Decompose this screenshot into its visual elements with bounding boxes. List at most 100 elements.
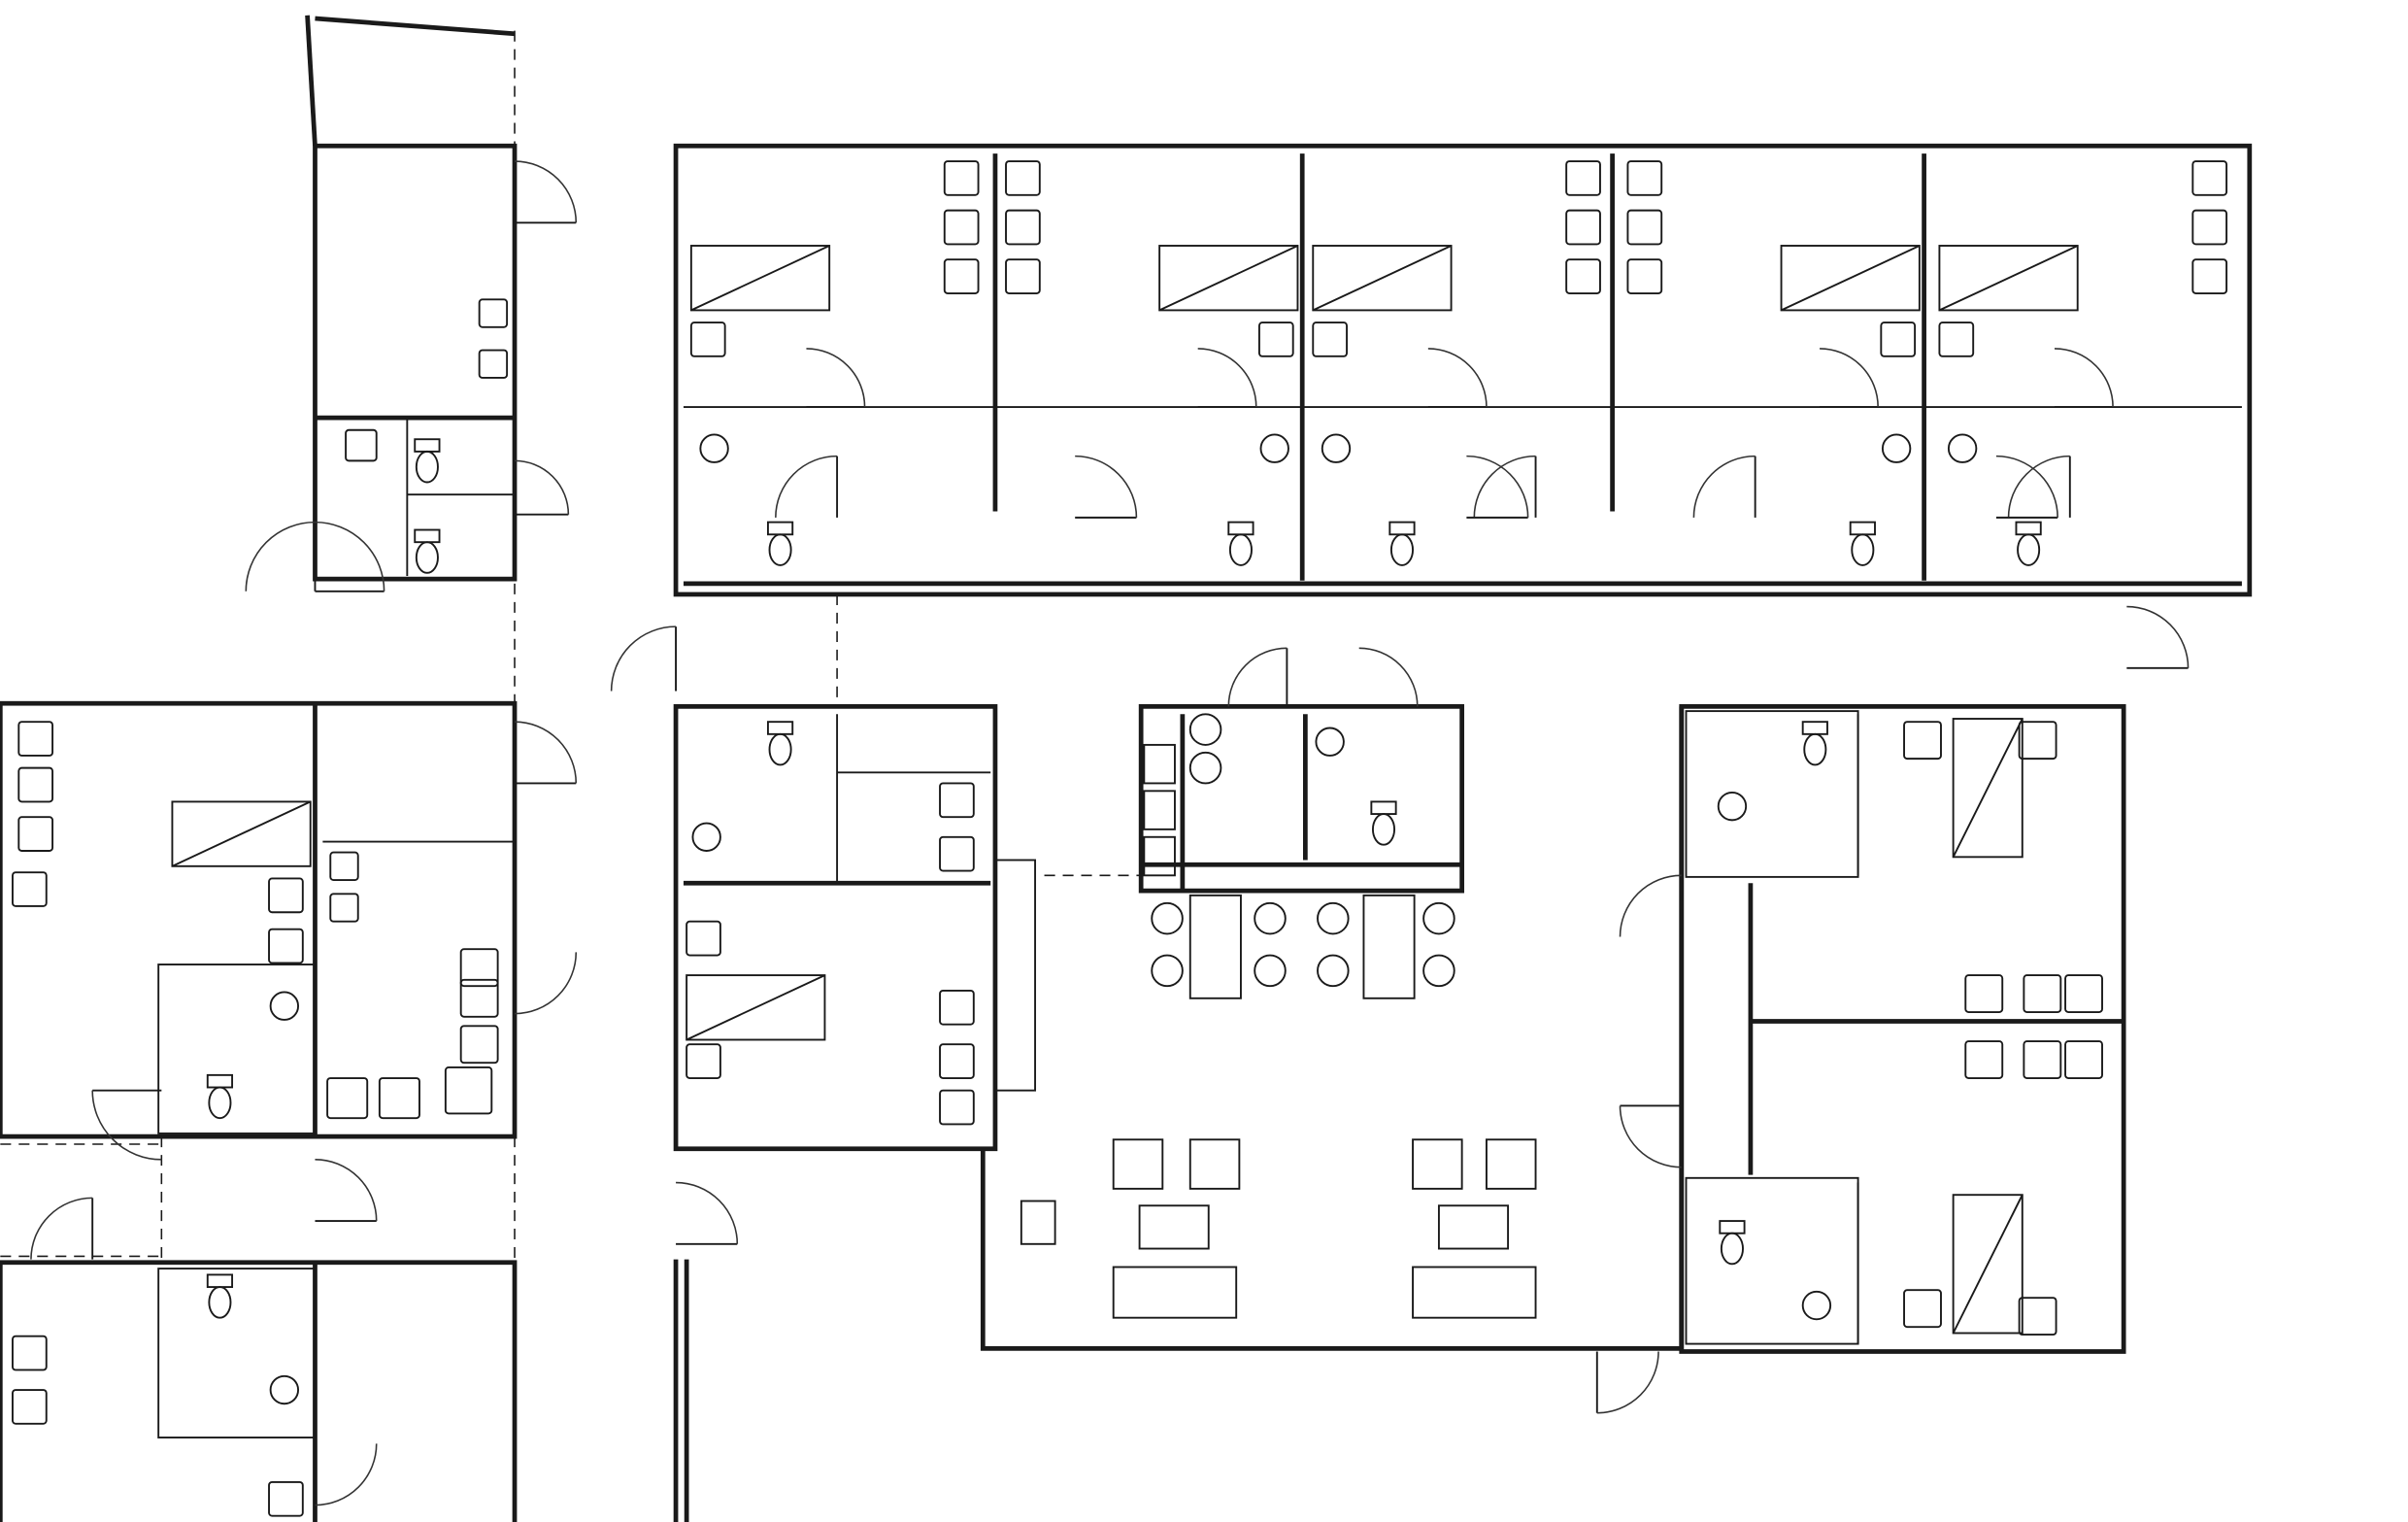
door: [2126, 605, 2190, 669]
toilet: [414, 438, 441, 484]
toilet: [766, 721, 794, 766]
top-left-block: [313, 143, 518, 582]
sink: [1881, 433, 1912, 463]
toilet-tank: [1801, 721, 1828, 735]
toilet-tank: [206, 1273, 234, 1289]
round-table: [1422, 901, 1455, 935]
toilet: [766, 521, 794, 566]
chair: [2191, 209, 2228, 246]
armchair: [1485, 1138, 1537, 1190]
door-swing: [315, 1159, 378, 1222]
sofa: [1112, 1266, 1238, 1319]
door-swing: [1427, 348, 1488, 408]
toilet-bowl: [768, 533, 792, 566]
toilet-bowl: [1389, 533, 1414, 566]
armchair: [1412, 1138, 1463, 1190]
round-table: [1422, 954, 1455, 988]
bed-frame: [1158, 245, 1299, 312]
round-table: [1151, 901, 1184, 935]
lower-left-wing: [0, 1260, 518, 1522]
toilet-tank: [414, 438, 441, 453]
chair: [12, 1335, 48, 1371]
chair: [943, 160, 980, 196]
chair: [1938, 321, 1975, 357]
bed-diagonal: [1952, 718, 2023, 858]
round-table: [1151, 954, 1184, 988]
door-swing: [30, 1197, 93, 1260]
bed: [1780, 245, 1921, 312]
bed: [171, 800, 312, 867]
door: [515, 459, 570, 516]
toilet: [1801, 721, 1828, 766]
door-swing: [515, 721, 578, 784]
chair: [17, 766, 54, 803]
sink: [699, 433, 729, 463]
toilet: [1388, 521, 1416, 566]
table-top: [1422, 954, 1455, 988]
chair: [1257, 321, 1294, 357]
chair: [459, 1025, 499, 1065]
bed-frame: [1952, 718, 2023, 859]
bed-diagonal: [1939, 245, 2079, 312]
door-swing: [1466, 455, 1529, 518]
door: [245, 521, 317, 592]
chair: [686, 1043, 721, 1079]
bed-diagonal: [172, 800, 312, 867]
toilet-bowl: [415, 450, 439, 484]
chair: [939, 835, 975, 872]
toilet-bowl: [1720, 1232, 1744, 1266]
lamp-table: [1020, 1200, 1056, 1245]
bed-diagonal: [1158, 245, 1298, 312]
sink: [1717, 791, 1748, 822]
bed-diagonal: [1952, 1194, 2023, 1334]
sink: [269, 991, 300, 1021]
toilet-bowl: [1803, 732, 1827, 766]
chair: [1626, 258, 1663, 294]
chair: [943, 209, 980, 246]
chair: [2191, 258, 2228, 294]
door: [1619, 874, 1683, 937]
coffee-table: [1437, 1204, 1510, 1250]
chair: [2064, 1040, 2103, 1079]
door: [2055, 348, 2114, 408]
door-swing: [775, 455, 838, 518]
appliance: [1143, 835, 1176, 877]
toilet-tank: [1719, 1220, 1746, 1235]
door: [91, 1089, 162, 1161]
door: [1595, 1351, 1659, 1414]
door-swing: [515, 160, 578, 223]
toilet: [2015, 521, 2042, 566]
chair: [2023, 1040, 2062, 1079]
door: [315, 521, 385, 592]
toilet-tank: [1388, 521, 1416, 536]
door: [515, 160, 578, 224]
kitchen-counter: [994, 859, 1037, 1092]
stove-burner: [1188, 713, 1222, 746]
common-room: [980, 706, 1685, 1351]
toilet-tank: [766, 721, 794, 735]
toilet-bowl: [208, 1286, 232, 1319]
chair: [478, 349, 509, 379]
door: [1197, 348, 1257, 408]
chair: [939, 782, 975, 819]
door: [610, 626, 678, 692]
bed: [689, 245, 831, 312]
chair: [939, 1043, 975, 1079]
chair: [1565, 209, 1601, 246]
dining-table: [1362, 894, 1416, 999]
door-swing: [1227, 647, 1288, 707]
chair: [2018, 721, 2057, 761]
toilet: [1849, 521, 1876, 566]
chair: [345, 428, 378, 462]
chair: [444, 1066, 493, 1115]
chair: [2191, 160, 2228, 196]
chair: [686, 920, 721, 957]
bed: [1952, 718, 2023, 859]
chair: [1964, 1040, 2004, 1079]
door-swing: [1820, 348, 1879, 408]
toilet: [1370, 800, 1397, 846]
door-swing: [515, 459, 570, 515]
door-swing: [806, 348, 866, 408]
chair: [478, 298, 509, 328]
bed: [1952, 1194, 2023, 1335]
